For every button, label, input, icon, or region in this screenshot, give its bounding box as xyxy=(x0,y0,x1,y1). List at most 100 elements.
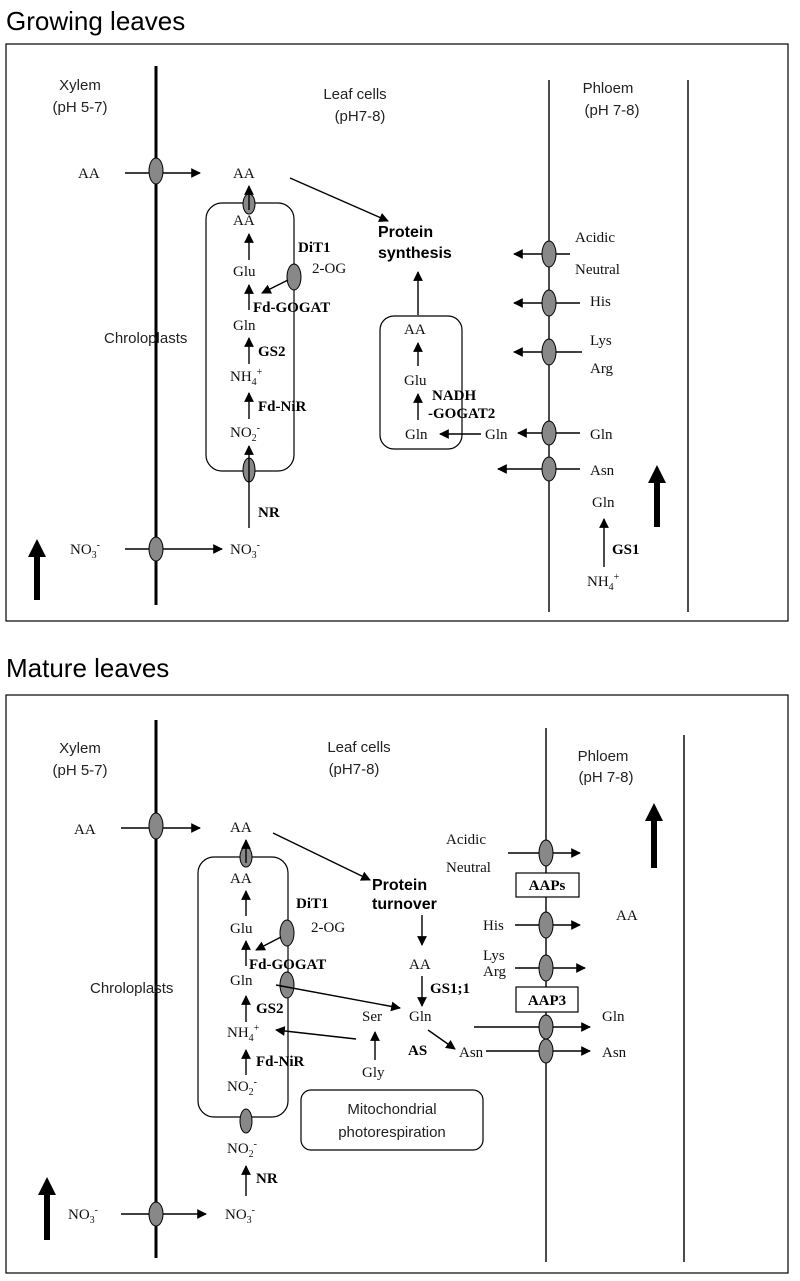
acidic-label: Acidic xyxy=(575,230,615,246)
cytosol-gln-label: Gln xyxy=(409,1009,432,1025)
phloem-gln-label: Gln xyxy=(590,427,613,443)
cytosol-no3-label: NO3- xyxy=(230,540,260,561)
aaps-box xyxy=(515,872,580,898)
gs11-label: GS1;1 xyxy=(430,981,470,997)
no3-transporter xyxy=(148,536,164,562)
fd-gogat-label: Fd-GOGAT xyxy=(253,300,330,316)
no2-label: NO2- xyxy=(227,1077,257,1098)
lys-label: Lys xyxy=(590,333,612,349)
arg-label: Arg xyxy=(483,964,507,980)
2og-arrow xyxy=(261,279,289,294)
fd-gogat-label: Fd-GOGAT xyxy=(249,957,326,973)
2og-label: 2-OG xyxy=(311,920,345,936)
gs1-gln-label: Gln xyxy=(592,495,615,511)
gs2-label: GS2 xyxy=(258,344,286,360)
nh4-label: NH4+ xyxy=(227,1023,260,1044)
phloem-ph-label: (pH 7-8) xyxy=(578,769,633,786)
gln-to-asn-arrow xyxy=(427,1029,456,1050)
nadh-gogat-label-2: -GOGAT2 xyxy=(428,406,495,422)
xylem-aa-label: AA xyxy=(74,822,96,838)
gln-label: Gln xyxy=(233,318,256,334)
asn-transporter xyxy=(541,456,557,482)
lys-arg-transporter xyxy=(541,338,557,366)
box-aa-label: AA xyxy=(404,322,426,338)
neutral-label: Neutral xyxy=(575,262,620,278)
asn-transporter xyxy=(538,1038,554,1064)
fd-nir-label: Fd-NiR xyxy=(258,399,307,415)
xylem-label: Xylem xyxy=(59,740,101,757)
aap3-box xyxy=(515,986,579,1013)
his-label: His xyxy=(483,918,504,934)
phloem-ph-label: (pH 7-8) xyxy=(584,102,639,119)
ser-label: Ser xyxy=(362,1009,382,1025)
his-transporter xyxy=(541,289,557,317)
gln-label: Gln xyxy=(230,973,253,989)
chloro-aa-label: AA xyxy=(230,871,252,887)
acidic-neutral-transporter xyxy=(541,240,557,268)
phloem-gln-label: Gln xyxy=(602,1009,625,1025)
xylem-aa-transporter xyxy=(148,812,164,840)
phloem-aa-label: AA xyxy=(616,908,638,924)
lys-label: Lys xyxy=(483,948,505,964)
protein-synthesis-label-2: synthesis xyxy=(378,245,452,262)
no3-transporter xyxy=(148,1201,164,1227)
gln-transporter xyxy=(541,420,557,446)
photorespiration-label: photorespiration xyxy=(338,1124,446,1141)
acidic-neutral-transporter xyxy=(538,839,554,867)
aaps-label: AAPs xyxy=(529,878,566,894)
aa-to-protein-arrow xyxy=(289,177,389,222)
no2-label: NO2- xyxy=(230,423,260,444)
nr-label: NR xyxy=(258,505,280,521)
panel-frame xyxy=(5,43,789,622)
dit1-transporter xyxy=(279,919,295,947)
aa-to-protein-arrow xyxy=(272,832,371,881)
his-transporter xyxy=(538,911,554,939)
protein-synthesis-label-1: Protein xyxy=(378,224,433,241)
fd-nir-label: Fd-NiR xyxy=(256,1054,305,1070)
gln-transporter xyxy=(538,1014,554,1040)
glu-label: Glu xyxy=(233,264,256,280)
panel-frame xyxy=(5,694,789,1274)
nadh-gogat-label-1: NADH xyxy=(432,388,476,404)
phloem-label: Phloem xyxy=(578,748,629,765)
cytosol-no2-label: NO2- xyxy=(227,1139,257,1160)
cytosol-no3-label: NO3- xyxy=(225,1205,255,1226)
gln-export-transporter xyxy=(279,971,295,999)
leafcells-label: Leaf cells xyxy=(323,86,386,103)
xylem-aa-transporter xyxy=(148,157,164,185)
turnover-aa-label: AA xyxy=(409,957,431,973)
leafcells-ph-label: (pH7-8) xyxy=(335,108,386,125)
gln-export-arrow xyxy=(275,984,401,1012)
phloem-asn-label: Asn xyxy=(602,1045,627,1061)
panel-title: Mature leaves xyxy=(6,653,169,683)
aap3-label: AAP3 xyxy=(528,993,566,1009)
cytosol-aa-label: AA xyxy=(233,166,255,182)
panel-title: Growing leaves xyxy=(6,6,185,36)
acidic-label: Acidic xyxy=(446,832,486,848)
leafcells-label: Leaf cells xyxy=(327,739,390,756)
arg-label: Arg xyxy=(590,361,614,377)
xylem-no3-label: NO3- xyxy=(70,540,100,561)
nr-label: NR xyxy=(256,1171,278,1187)
chloroplasts-label: Chroloplasts xyxy=(104,330,187,347)
gs1-nh4-label: NH4+ xyxy=(587,572,620,593)
xylem-no3-label: NO3- xyxy=(68,1205,98,1226)
cytosol-gogat-box xyxy=(379,315,463,450)
gs2-label: GS2 xyxy=(256,1001,284,1017)
mitochondrial-label: Mitochondrial xyxy=(347,1101,436,1118)
xylem-ph-label: (pH 5-7) xyxy=(52,99,107,116)
gly-label: Gly xyxy=(362,1065,385,1081)
panel-growing-leaves: Growing leaves Xylem (pH 5-7) Leaf cells… xyxy=(5,6,789,622)
leafcells-ph-label: (pH7-8) xyxy=(329,761,380,778)
nh4-label: NH4+ xyxy=(230,367,263,388)
mitochondrial-photorespiration-box xyxy=(300,1089,484,1151)
panel-mature-leaves: Mature leaves Xylem (pH 5-7) Leaf cells … xyxy=(5,653,789,1274)
xylem-ph-label: (pH 5-7) xyxy=(52,762,107,779)
photorespiration-nh4-arrow xyxy=(275,1026,357,1040)
lys-arg-transporter xyxy=(538,954,554,982)
box-gln-label: Gln xyxy=(405,427,428,443)
dit1-transporter xyxy=(286,263,302,291)
chloroplasts-label: Chroloplasts xyxy=(90,980,173,997)
phloem-label: Phloem xyxy=(583,80,634,97)
